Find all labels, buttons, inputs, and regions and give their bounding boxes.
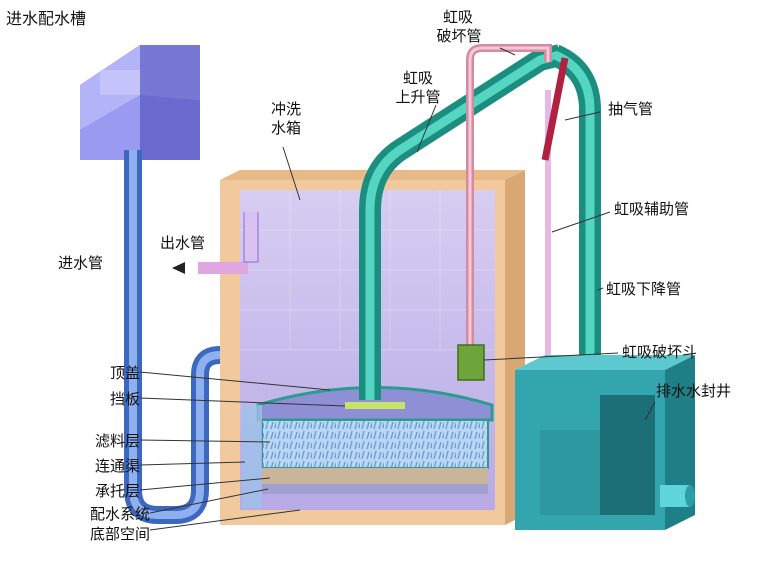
label-filter-layer: 滤料层 — [94, 432, 140, 450]
label-top-cover: 顶盖 — [109, 364, 140, 382]
label-siphon-break-bucket: 虹吸破坏斗 — [622, 343, 698, 361]
inlet-distribution-tank — [80, 45, 200, 160]
label-distribution-system: 配水系统 — [89, 505, 150, 523]
label-siphon-rise-2: 上升管 — [395, 88, 441, 106]
label-wash-tank-2: 水箱 — [270, 119, 301, 137]
label-channel: 连通渠 — [94, 457, 140, 475]
siphon-break-bucket — [457, 344, 485, 381]
label-siphon-break-pipe-1: 虹吸 — [442, 8, 473, 26]
inlet-pipe — [124, 150, 370, 524]
outlet-pipe — [172, 212, 259, 274]
label-baffle: 挡板 — [109, 390, 140, 408]
label-inlet-pipe: 进水管 — [58, 254, 104, 272]
label-bottom-space: 底部空间 — [89, 525, 150, 543]
label-support-layer: 承托层 — [94, 482, 140, 500]
label-wash-tank-1: 冲洗 — [270, 100, 301, 118]
label-exhaust-pipe: 抽气管 — [608, 100, 654, 118]
siphon-rising-pipe — [359, 44, 563, 400]
drain-seal-well — [515, 355, 695, 530]
leader-lines — [139, 47, 656, 531]
label-outlet-pipe: 出水管 — [160, 234, 206, 252]
exhaust-pipe — [541, 57, 569, 161]
label-siphon-rise-1: 虹吸 — [402, 69, 433, 87]
label-inlet-tank: 进水配水槽 — [6, 9, 87, 28]
siphon-break-pipe — [466, 44, 552, 380]
label-siphon-down-pipe: 虹吸下降管 — [606, 280, 682, 298]
label-siphon-break-pipe-2: 破坏管 — [436, 27, 482, 45]
label-drain-seal-well: 排水水封井 — [656, 382, 732, 400]
label-siphon-aux-pipe: 虹吸辅助管 — [614, 200, 690, 218]
